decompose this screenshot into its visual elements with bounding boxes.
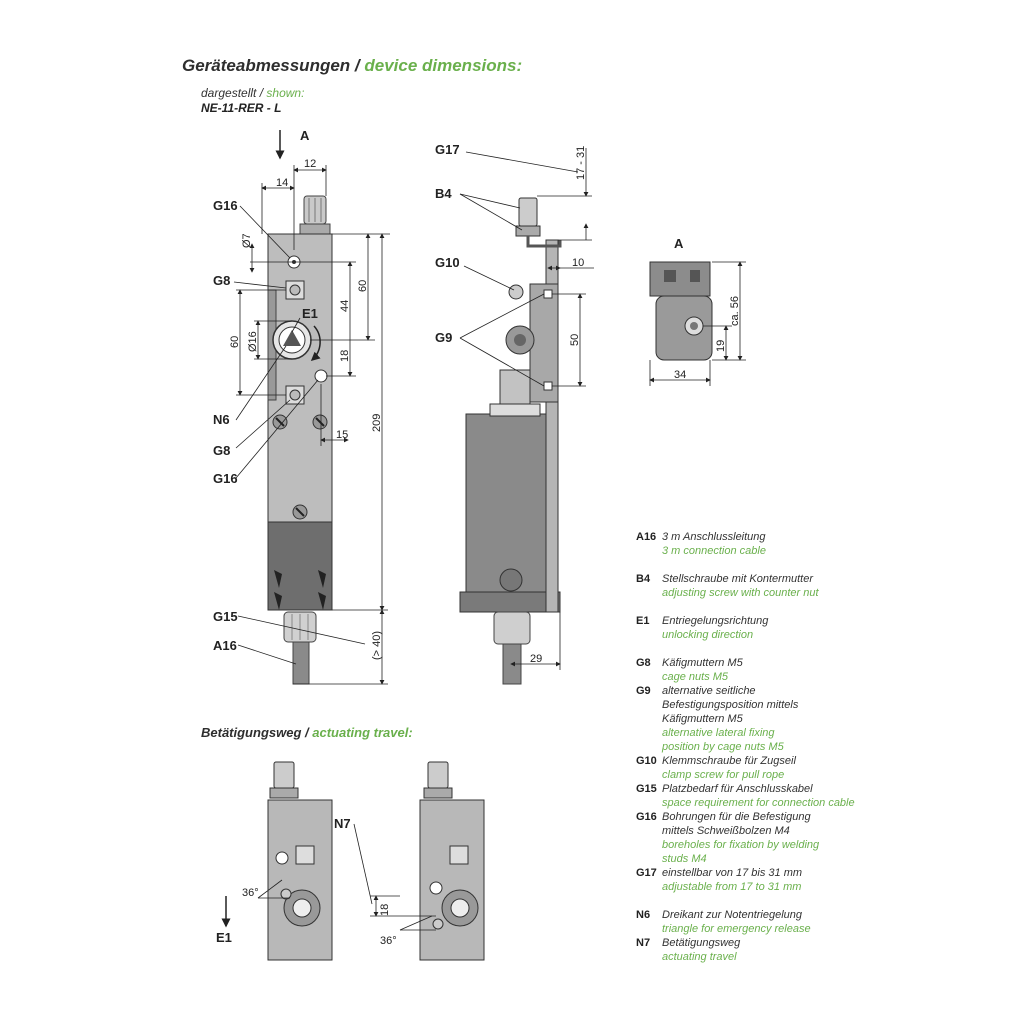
title-en: device dimensions: xyxy=(364,56,523,75)
legend-de: einstellbar von 17 bis 31 mm xyxy=(662,867,803,879)
dim-travel-18: 18 xyxy=(379,904,391,916)
legend-code: N7 xyxy=(636,937,651,949)
dim-12: 12 xyxy=(304,158,316,170)
dim-209: 209 xyxy=(371,414,383,432)
dim-16: Ø16 xyxy=(247,331,259,352)
dim-60-right: 60 xyxy=(357,280,369,292)
legend-code: G17 xyxy=(636,867,657,879)
travel-title: Betätigungsweg / actuating travel: xyxy=(201,725,413,740)
dim-17-31: 17 - 31 xyxy=(575,146,587,180)
legend-de: Stellschraube mit Kontermutter xyxy=(662,573,814,585)
legend-de: Bohrungen für die Befestigung mittels Sc… xyxy=(662,811,811,837)
legend-code: B4 xyxy=(636,573,651,585)
side-view: 17 - 31 10 50 29 G17 B4 G10 G9 xyxy=(435,142,594,685)
label-g9: G9 xyxy=(435,330,452,345)
legend-en: adjustable from 17 to 31 mm xyxy=(662,881,802,893)
title-de: Geräteabmessungen / xyxy=(182,56,360,75)
label-g16-top: G16 xyxy=(213,198,238,213)
legend-de: Dreikant zur Notentriegelung xyxy=(662,909,803,921)
dim-44: 44 xyxy=(339,300,351,312)
legend-de: 3 m Anschlussleitung xyxy=(662,531,766,543)
legend-code: G15 xyxy=(636,783,657,795)
dim-15: 15 xyxy=(336,429,348,441)
label-n6: N6 xyxy=(213,412,230,427)
legend-item-g17: G17 einstellbar von 17 bis 31 mm adjustabl… xyxy=(636,866,1016,894)
legend-code: G10 xyxy=(636,755,657,767)
legend-en: triangle for emergency release xyxy=(662,923,811,935)
dim-60-left: 60 xyxy=(229,336,241,348)
legend-en: clamp screw for pull rope xyxy=(662,769,785,781)
legend-en: 3 m connection cable xyxy=(662,545,766,557)
legend-item-e1: E1 Entriegelungsrichtung unlocking directi… xyxy=(636,614,1016,642)
legend-de: Betätigungsweg xyxy=(662,937,741,949)
legend-item-a16: A16 3 m Anschlussleitung 3 m connection ca… xyxy=(636,530,1016,558)
dim-40: (> 40) xyxy=(371,631,383,660)
dim-10: 10 xyxy=(572,257,584,269)
legend-en: space requirement for connection cable xyxy=(662,797,855,809)
legend-en: unlocking direction xyxy=(662,629,754,641)
legend-item-n7: N7 Betätigungsweg actuating travel xyxy=(636,936,1016,964)
shown-caption: dargestellt / shown: xyxy=(201,86,304,100)
dim-7: Ø7 xyxy=(241,233,253,248)
view-a-arrow-label: A xyxy=(300,128,310,143)
travel-view: 36° 36° 18 N7 E1 xyxy=(216,761,485,961)
legend-code: E1 xyxy=(636,615,650,627)
legend-de: Käfigmuttern M5 xyxy=(662,657,743,669)
dim-56: ca. 56 xyxy=(729,296,741,326)
legend-item-g8: G8 Käfigmuttern M5 cage nuts M5 xyxy=(636,656,1016,684)
legend-en: boreholes for fixation by welding studs … xyxy=(662,839,820,865)
label-g15: G15 xyxy=(213,609,238,624)
view-a-title: A xyxy=(674,236,684,251)
model-name: NE-11-RER - L xyxy=(201,101,282,115)
legend-de: alternative seitliche Befestigungspositi… xyxy=(662,685,799,725)
legend-code: G8 xyxy=(636,657,651,669)
dim-34: 34 xyxy=(674,369,686,381)
legend-code: G16 xyxy=(636,811,657,823)
legend-en: cage nuts M5 xyxy=(662,671,729,683)
legend-item-b4: B4 Stellschraube mit Kontermutter adjustin… xyxy=(636,572,1016,600)
legend-de: Platzbedarf für Anschlusskabel xyxy=(662,783,813,795)
angle-36-right: 36° xyxy=(380,935,397,947)
label-b4: B4 xyxy=(435,186,452,201)
legend-item-g15: G15 Platzbedarf für Anschlusskabel space r… xyxy=(636,782,1016,810)
view-a: A ca. 56 19 34 xyxy=(649,236,746,386)
dim-29: 29 xyxy=(530,653,542,665)
label-travel-e1: E1 xyxy=(216,930,232,945)
legend-en: adjusting screw with counter nut xyxy=(662,587,819,599)
dim-50: 50 xyxy=(569,334,581,346)
front-view: A 12 14 Ø7 44 60 60 Ø16 18 15 209 (> 40)… xyxy=(213,128,390,685)
legend-item-g9: G9 alternative seitliche Befestigungsposi… xyxy=(636,684,1016,754)
dim-14: 14 xyxy=(276,177,288,189)
dim-19: 19 xyxy=(715,340,727,352)
legend-item-n6: N6 Dreikant zur Notentriegelung triangle f… xyxy=(636,908,1016,936)
legend-code: A16 xyxy=(636,531,657,543)
legend-de: Entriegelungsrichtung xyxy=(662,615,769,627)
shown-de: dargestellt / xyxy=(201,86,264,100)
label-g8-top: G8 xyxy=(213,273,230,288)
legend-code: N6 xyxy=(636,909,651,921)
travel-title-de: Betätigungsweg / xyxy=(201,725,309,740)
label-g16-bottom: G16 xyxy=(213,471,238,486)
angle-36-left: 36° xyxy=(242,887,259,899)
legend-item-g16: G16 Bohrungen für die Befestigung mittels… xyxy=(636,810,1016,866)
legend-de: Klemmschraube für Zugseil xyxy=(662,755,796,767)
page-title: Geräteabmessungen / device dimensions: xyxy=(182,56,522,76)
label-e1: E1 xyxy=(302,306,318,321)
label-g10: G10 xyxy=(435,255,460,270)
legend-en: actuating travel xyxy=(662,951,737,963)
label-a16: A16 xyxy=(213,638,237,653)
legend-en: alternative lateral fixing position by c… xyxy=(662,727,784,753)
legend: A16 3 m Anschlussleitung 3 m connection ca… xyxy=(636,530,1016,964)
label-g17: G17 xyxy=(435,142,460,157)
travel-title-en: actuating travel: xyxy=(312,725,413,740)
dim-18: 18 xyxy=(339,350,351,362)
legend-code: G9 xyxy=(636,685,651,697)
label-g8-bottom: G8 xyxy=(213,443,230,458)
shown-en: shown: xyxy=(266,86,305,100)
legend-item-g10: G10 Klemmschraube für Zugseil clamp screw … xyxy=(636,754,1016,782)
label-n7: N7 xyxy=(334,816,351,831)
